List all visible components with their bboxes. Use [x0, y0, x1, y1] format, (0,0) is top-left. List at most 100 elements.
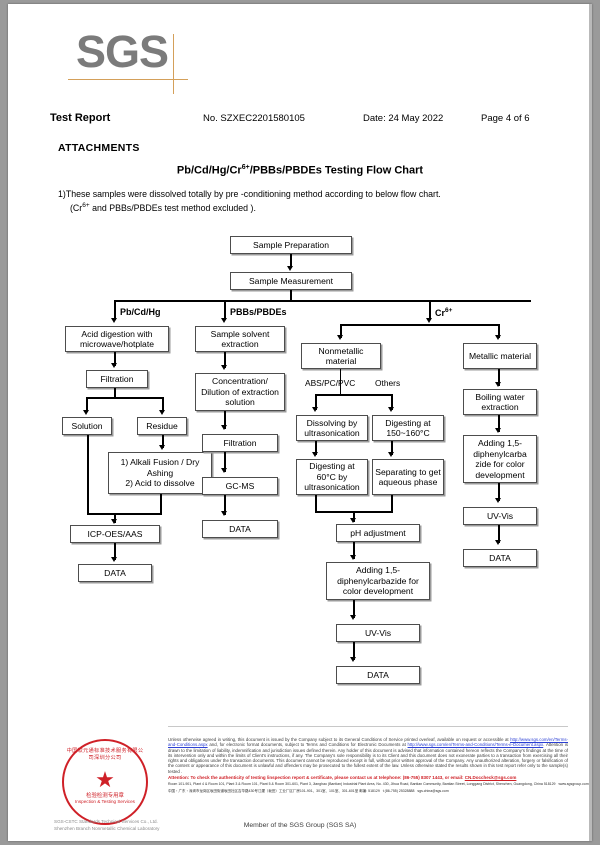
connector	[290, 290, 292, 302]
connector	[160, 494, 162, 515]
arrow-icon	[287, 266, 293, 271]
connector	[87, 513, 162, 515]
connector	[498, 324, 500, 338]
address-chinese: 中国・广东・深圳市龙岗区坂田街道坂田社区吉华路430号江灟（坂田）工业厂区厂房1…	[168, 788, 380, 793]
flow-box-digesting-150-160: Digesting at 150~160°C	[372, 415, 444, 441]
arrow-icon	[388, 452, 394, 457]
arrow-icon	[388, 407, 394, 412]
arrow-icon	[337, 335, 343, 340]
arrow-icon	[111, 519, 117, 524]
terms-conditions-link[interactable]: http://www.sgs.com/en/Terms-and-Conditio…	[168, 737, 568, 748]
flow-box-acid-digestion: Acid digestion with microwave/hotplate	[65, 326, 169, 352]
connector	[224, 452, 226, 472]
attention-notice-text: Attention: To check the authenticity of …	[168, 775, 465, 781]
contact-email[interactable]: sgs.china@sgs.com	[417, 788, 449, 793]
flow-box-data-metallic: DATA	[463, 549, 537, 567]
stamp-english-text: Inspection & Testing Services	[75, 799, 135, 804]
stamp-circle: 中国软元通标准技术服务有限公司深圳分公司 ★ 检验检测专用章 Inspectio…	[62, 739, 148, 825]
branch-label-pbbs-pbdes: PBBs/PBDEs	[230, 307, 287, 317]
company-stamp: 中国软元通标准技术服务有限公司深圳分公司 ★ 检验检测专用章 Inspectio…	[54, 737, 166, 831]
connector	[114, 513, 116, 523]
flow-box-filtration-metals: Filtration	[86, 370, 148, 388]
arrow-icon	[312, 452, 318, 457]
flow-box-boiling-water-extraction: Boiling water extraction	[463, 389, 537, 415]
connector	[340, 324, 342, 338]
flow-box-filtration-pbbs: Filtration	[202, 434, 278, 452]
arrow-icon	[221, 425, 227, 430]
connector	[315, 441, 317, 455]
arrow-icon	[495, 382, 501, 387]
branch-label-cr6: Cr6+	[435, 307, 452, 318]
arrow-icon	[350, 657, 356, 662]
connector	[224, 495, 226, 515]
telephone: t (86-755) 25328888	[382, 788, 415, 793]
sgs-logo-text: SGS	[76, 26, 169, 77]
note-line-1: 1)These samples were dissolved totally b…	[58, 189, 441, 199]
website-url[interactable]: www.sgsgroup.com.cn	[558, 781, 592, 786]
footer-divider	[168, 726, 568, 727]
connector	[114, 352, 116, 366]
connector	[86, 397, 88, 412]
terms-e-document-link[interactable]: http://www.sgs.com/en/Terms-and-Conditio…	[407, 742, 544, 748]
report-date: Date: 24 May 2022	[363, 113, 444, 124]
flow-box-nonmetallic-material: Nonmetallic material	[301, 343, 381, 369]
flow-box-data-nonmetallic: DATA	[336, 666, 420, 684]
connector	[86, 397, 164, 399]
doccheck-email-link[interactable]: CN.Doccheck@sgs.com	[464, 775, 517, 781]
connector	[498, 525, 500, 543]
star-icon: ★	[95, 767, 115, 792]
page-footer: 中国软元通标准技术服务有限公司深圳分公司 ★ 检验检测专用章 Inspectio…	[8, 729, 592, 841]
flow-box-alkali-fusion-label: 1) Alkali Fusion / Dry Ashing 2) Acid to…	[120, 457, 200, 489]
arrow-icon	[83, 410, 89, 415]
arrow-icon	[221, 468, 227, 473]
connector	[498, 483, 500, 501]
flow-box-sample-solvent-extraction: Sample solvent extraction	[195, 326, 285, 352]
branch-label-cr6-text: Cr	[435, 308, 446, 318]
flow-box-ph-adjustment: pH adjustment	[336, 524, 420, 542]
connector	[162, 435, 164, 448]
arrow-icon	[111, 363, 117, 368]
flow-box-gc-ms: GC-MS	[202, 477, 278, 495]
flow-box-metallic-material: Metallic material	[463, 343, 537, 369]
logo-horizontal-rule	[68, 79, 188, 80]
attachments-heading: ATTACHMENTS	[58, 142, 140, 154]
path-label-others: Others	[375, 378, 401, 388]
connector	[498, 369, 500, 386]
connector	[315, 394, 393, 396]
arrow-icon	[111, 318, 117, 323]
flow-box-alkali-fusion: 1) Alkali Fusion / Dry Ashing 2) Acid to…	[108, 452, 212, 494]
arrow-icon	[426, 318, 432, 323]
member-notice: Member of the SGS Group (SGS SA)	[243, 822, 357, 829]
connector	[114, 543, 116, 560]
connector	[391, 394, 393, 410]
note-line-2: (Cr6+ and PBBs/PBDEs test method exclude…	[70, 202, 256, 213]
stamp-caption-line-1: SGS-CSTC Standards Technical Services Co…	[54, 819, 158, 824]
flow-box-separating-aqueous: Separating to get aqueous phase	[372, 459, 444, 495]
flow-box-adding-dpc-metallic: Adding 1,5-diphenylcarba zide for color …	[463, 435, 537, 483]
connector	[224, 300, 226, 320]
address-english-line: Room 101-901, Plant 4 & Room 101, Plant …	[168, 782, 592, 787]
attention-notice: Attention: To check the authenticity of …	[168, 775, 568, 780]
connector	[290, 254, 292, 268]
note-line-2-post: and PBBs/PBDEs test method excluded ).	[89, 202, 256, 213]
testing-flow-chart: Sample Preparation Sample Measurement Pb…	[8, 4, 592, 694]
flow-box-uv-vis-nonmetallic: UV-Vis	[336, 624, 420, 642]
connector	[315, 495, 317, 513]
connector	[353, 511, 355, 522]
flow-chart-title: Pb/Cd/Hg/Cr6+/PBBs/PBDEs Testing Flow Ch…	[8, 164, 592, 177]
connector	[353, 642, 355, 660]
logo-vertical-rule	[173, 34, 174, 94]
sgs-logo: SGS	[68, 26, 198, 94]
legal-disclaimer: Unless otherwise agreed in writing, this…	[168, 737, 592, 794]
note-line-2-superscript: 6+	[82, 202, 90, 209]
report-title: Test Report	[50, 112, 111, 124]
stamp-chinese-center-text: 检验检测专用章	[86, 793, 124, 799]
connector	[224, 411, 226, 429]
arrow-icon	[312, 407, 318, 412]
arrow-icon	[111, 557, 117, 562]
arrow-icon	[221, 365, 227, 370]
arrow-icon	[350, 615, 356, 620]
flow-box-solution: Solution	[62, 417, 112, 435]
arrow-icon	[221, 318, 227, 323]
branch-label-pb-cd-hg: Pb/Cd/Hg	[120, 307, 161, 317]
